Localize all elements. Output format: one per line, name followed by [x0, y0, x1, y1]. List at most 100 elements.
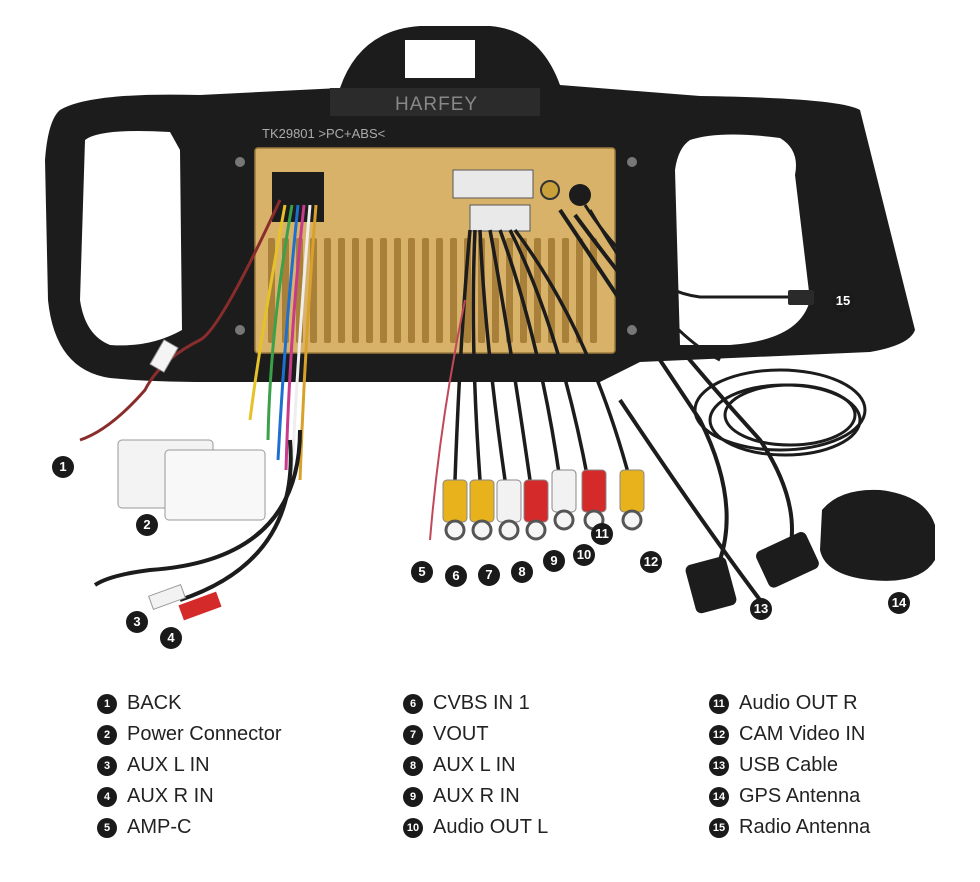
gps-antenna-puck	[820, 489, 935, 581]
rca-plug	[619, 469, 645, 531]
vent-slot	[338, 238, 345, 343]
legend-label: Audio OUT R	[739, 692, 858, 714]
legend-number: 10	[403, 817, 423, 838]
legend-number: 2	[97, 724, 117, 745]
legend-label: AUX L IN	[127, 754, 210, 776]
legend-column-2: 6 CVBS IN 1 7 VOUT 8 AUX L IN 9 AUX R IN 10 A…	[403, 688, 548, 843]
gps-socket	[540, 180, 560, 200]
legend-label: Power Connector	[127, 723, 282, 745]
screw	[627, 157, 637, 167]
vent-slot	[562, 238, 569, 343]
vent-slot	[422, 238, 429, 343]
legend-number: 15	[709, 817, 729, 838]
power-connector	[117, 439, 266, 521]
marker-15: 15	[832, 290, 854, 312]
rca-plug	[442, 479, 468, 541]
marker-3: 3	[126, 611, 148, 633]
legend-number: 12	[709, 724, 729, 745]
legend-item: 4 AUX R IN	[97, 781, 282, 812]
legend-label: AMP-C	[127, 816, 192, 838]
rca-wires	[429, 228, 632, 541]
marker-14: 14	[888, 592, 910, 614]
vent-slot	[366, 238, 373, 343]
top-tab-slot	[405, 40, 475, 78]
rca-plug	[551, 469, 577, 531]
usb-plug-left	[685, 556, 737, 614]
legend-number: 9	[403, 786, 423, 807]
legend-label: GPS Antenna	[739, 785, 861, 807]
harness-wires	[79, 199, 318, 602]
marker-7: 7	[478, 564, 500, 586]
back-wire-tag	[149, 339, 179, 373]
legend-label: CVBS IN 1	[433, 692, 530, 714]
rca-plug	[469, 479, 495, 541]
marker-1: 1	[52, 456, 74, 478]
marker-12: 12	[640, 551, 662, 573]
rca-plug	[496, 479, 522, 541]
av-socket-upper	[452, 169, 534, 199]
marker-9: 9	[543, 550, 565, 572]
vent-slot	[576, 238, 583, 343]
legend-item: 12 CAM Video IN	[709, 719, 870, 750]
legend-number: 4	[97, 786, 117, 807]
radio-socket	[569, 184, 591, 206]
legend-label: Radio Antenna	[739, 816, 871, 838]
bezel-right-cutout	[675, 134, 810, 345]
legend-label: AUX L IN	[433, 754, 516, 776]
vent-slot	[394, 238, 401, 343]
legend-number: 3	[97, 755, 117, 776]
legend-number: 6	[403, 693, 423, 714]
screw	[235, 157, 245, 167]
legend-label: CAM Video IN	[739, 723, 866, 745]
legend-item: 3 AUX L IN	[97, 750, 282, 781]
screw	[627, 325, 637, 335]
legend-label: USB Cable	[739, 754, 838, 776]
marker-10: 10	[573, 544, 595, 566]
bezel-left-cutout	[80, 131, 182, 346]
legend-label: Audio OUT L	[433, 816, 549, 838]
legend-column-3: 11 Audio OUT R 12 CAM Video IN 13 USB Cable…	[709, 688, 870, 843]
legend-label: VOUT	[433, 723, 489, 745]
legend-item: 5 AMP-C	[97, 812, 282, 843]
vent-slot	[380, 238, 387, 343]
legend-item: 10 Audio OUT L	[403, 812, 548, 843]
legend-label: AUX R IN	[433, 785, 520, 807]
legend-item: 15 Radio Antenna	[709, 812, 870, 843]
av-socket-lower	[469, 204, 531, 232]
model-print: TK29801 >PC+ABS<	[262, 126, 386, 141]
screw	[235, 325, 245, 335]
brand-print: HARFEY	[395, 94, 479, 115]
legend-item: 11 Audio OUT R	[709, 688, 870, 719]
legend-label: AUX R IN	[127, 785, 214, 807]
radio-antenna-plug	[788, 290, 814, 305]
marker-11: 11	[591, 523, 613, 545]
usb-plug-right	[756, 532, 819, 588]
marker-8: 8	[511, 561, 533, 583]
legend-number: 5	[97, 817, 117, 838]
aux-rca-left	[147, 583, 222, 621]
legend-label: BACK	[127, 692, 182, 714]
vent-slot	[436, 238, 443, 343]
rca-plug	[581, 469, 607, 531]
marker-13: 13	[750, 598, 772, 620]
vent-slot	[408, 238, 415, 343]
vent-slot	[324, 238, 331, 343]
brand-band	[330, 88, 540, 116]
legend-item: 6 CVBS IN 1	[403, 688, 548, 719]
radio-antenna-cable	[583, 204, 790, 299]
vent-slot	[352, 238, 359, 343]
legend-number: 8	[403, 755, 423, 776]
legend-number: 7	[403, 724, 423, 745]
legend-number: 13	[709, 755, 729, 776]
vent-slot	[548, 238, 555, 343]
legend-item: 9 AUX R IN	[403, 781, 548, 812]
legend-number: 11	[709, 693, 729, 714]
marker-5: 5	[411, 561, 433, 583]
rca-plug	[523, 479, 549, 541]
legend-item: 2 Power Connector	[97, 719, 282, 750]
vent-slot	[450, 238, 457, 343]
legend-item: 7 VOUT	[403, 719, 548, 750]
